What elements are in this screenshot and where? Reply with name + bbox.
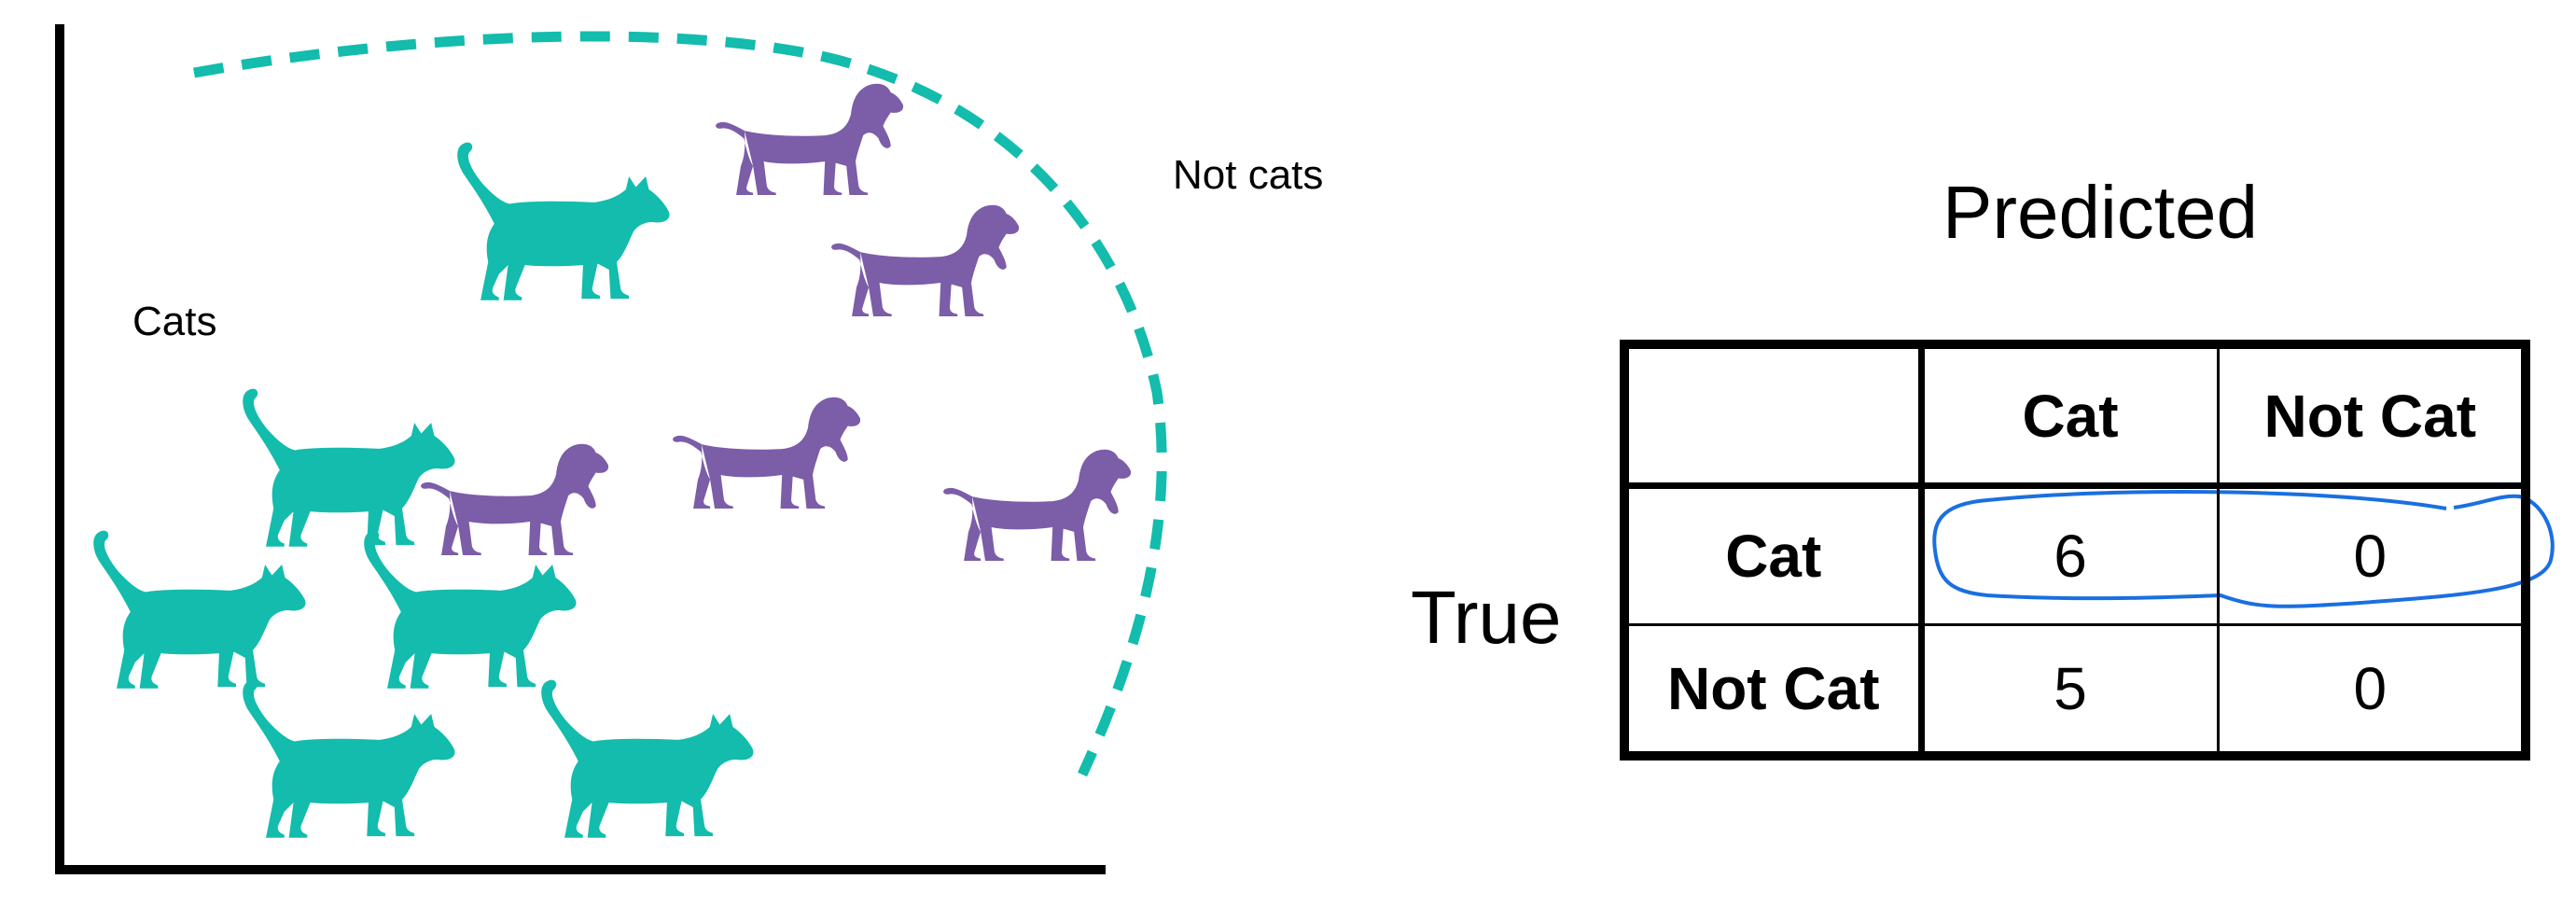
cell-true-cat-pred-cat: 6 xyxy=(1919,482,2220,626)
cat-icon xyxy=(243,679,455,838)
cell-true-not-cat-pred-cat: 5 xyxy=(1919,623,2220,758)
cat-icon xyxy=(243,388,455,547)
axes xyxy=(55,24,1106,874)
table-row: Not Cat 5 0 xyxy=(1622,623,2527,758)
table-header-row: Cat Not Cat xyxy=(1622,342,2527,487)
column-header-cat: Cat xyxy=(1919,342,2220,487)
confusion-matrix-table: Cat Not Cat Cat 6 0 Not Cat 5 0 xyxy=(1620,340,2530,761)
dog-icon xyxy=(943,449,1132,562)
decision-boundary xyxy=(193,31,1167,777)
cats-region-label: Cats xyxy=(132,299,217,344)
cat-icons xyxy=(93,142,754,838)
dog-icon xyxy=(673,397,861,509)
row-header-cat: Cat xyxy=(1622,482,1925,626)
column-header-not-cat: Not Cat xyxy=(2216,342,2527,487)
dog-icons xyxy=(421,83,1132,562)
row-header-not-cat: Not Cat xyxy=(1622,623,1925,758)
cat-icon xyxy=(457,142,670,300)
cat-icon xyxy=(541,679,754,838)
not-cats-region-label: Not cats xyxy=(1173,152,1324,198)
table-row: Cat 6 0 xyxy=(1622,482,2527,626)
dog-icon xyxy=(831,204,1020,317)
true-axis-label: True xyxy=(1411,576,1562,659)
cat-icon xyxy=(93,530,306,689)
dog-icon xyxy=(716,83,904,196)
predicted-axis-label: Predicted xyxy=(1942,171,2258,254)
cell-true-cat-pred-not-cat: 0 xyxy=(2216,482,2527,626)
cell-true-not-cat-pred-not-cat: 0 xyxy=(2216,623,2527,758)
table-corner-cell xyxy=(1622,342,1925,487)
